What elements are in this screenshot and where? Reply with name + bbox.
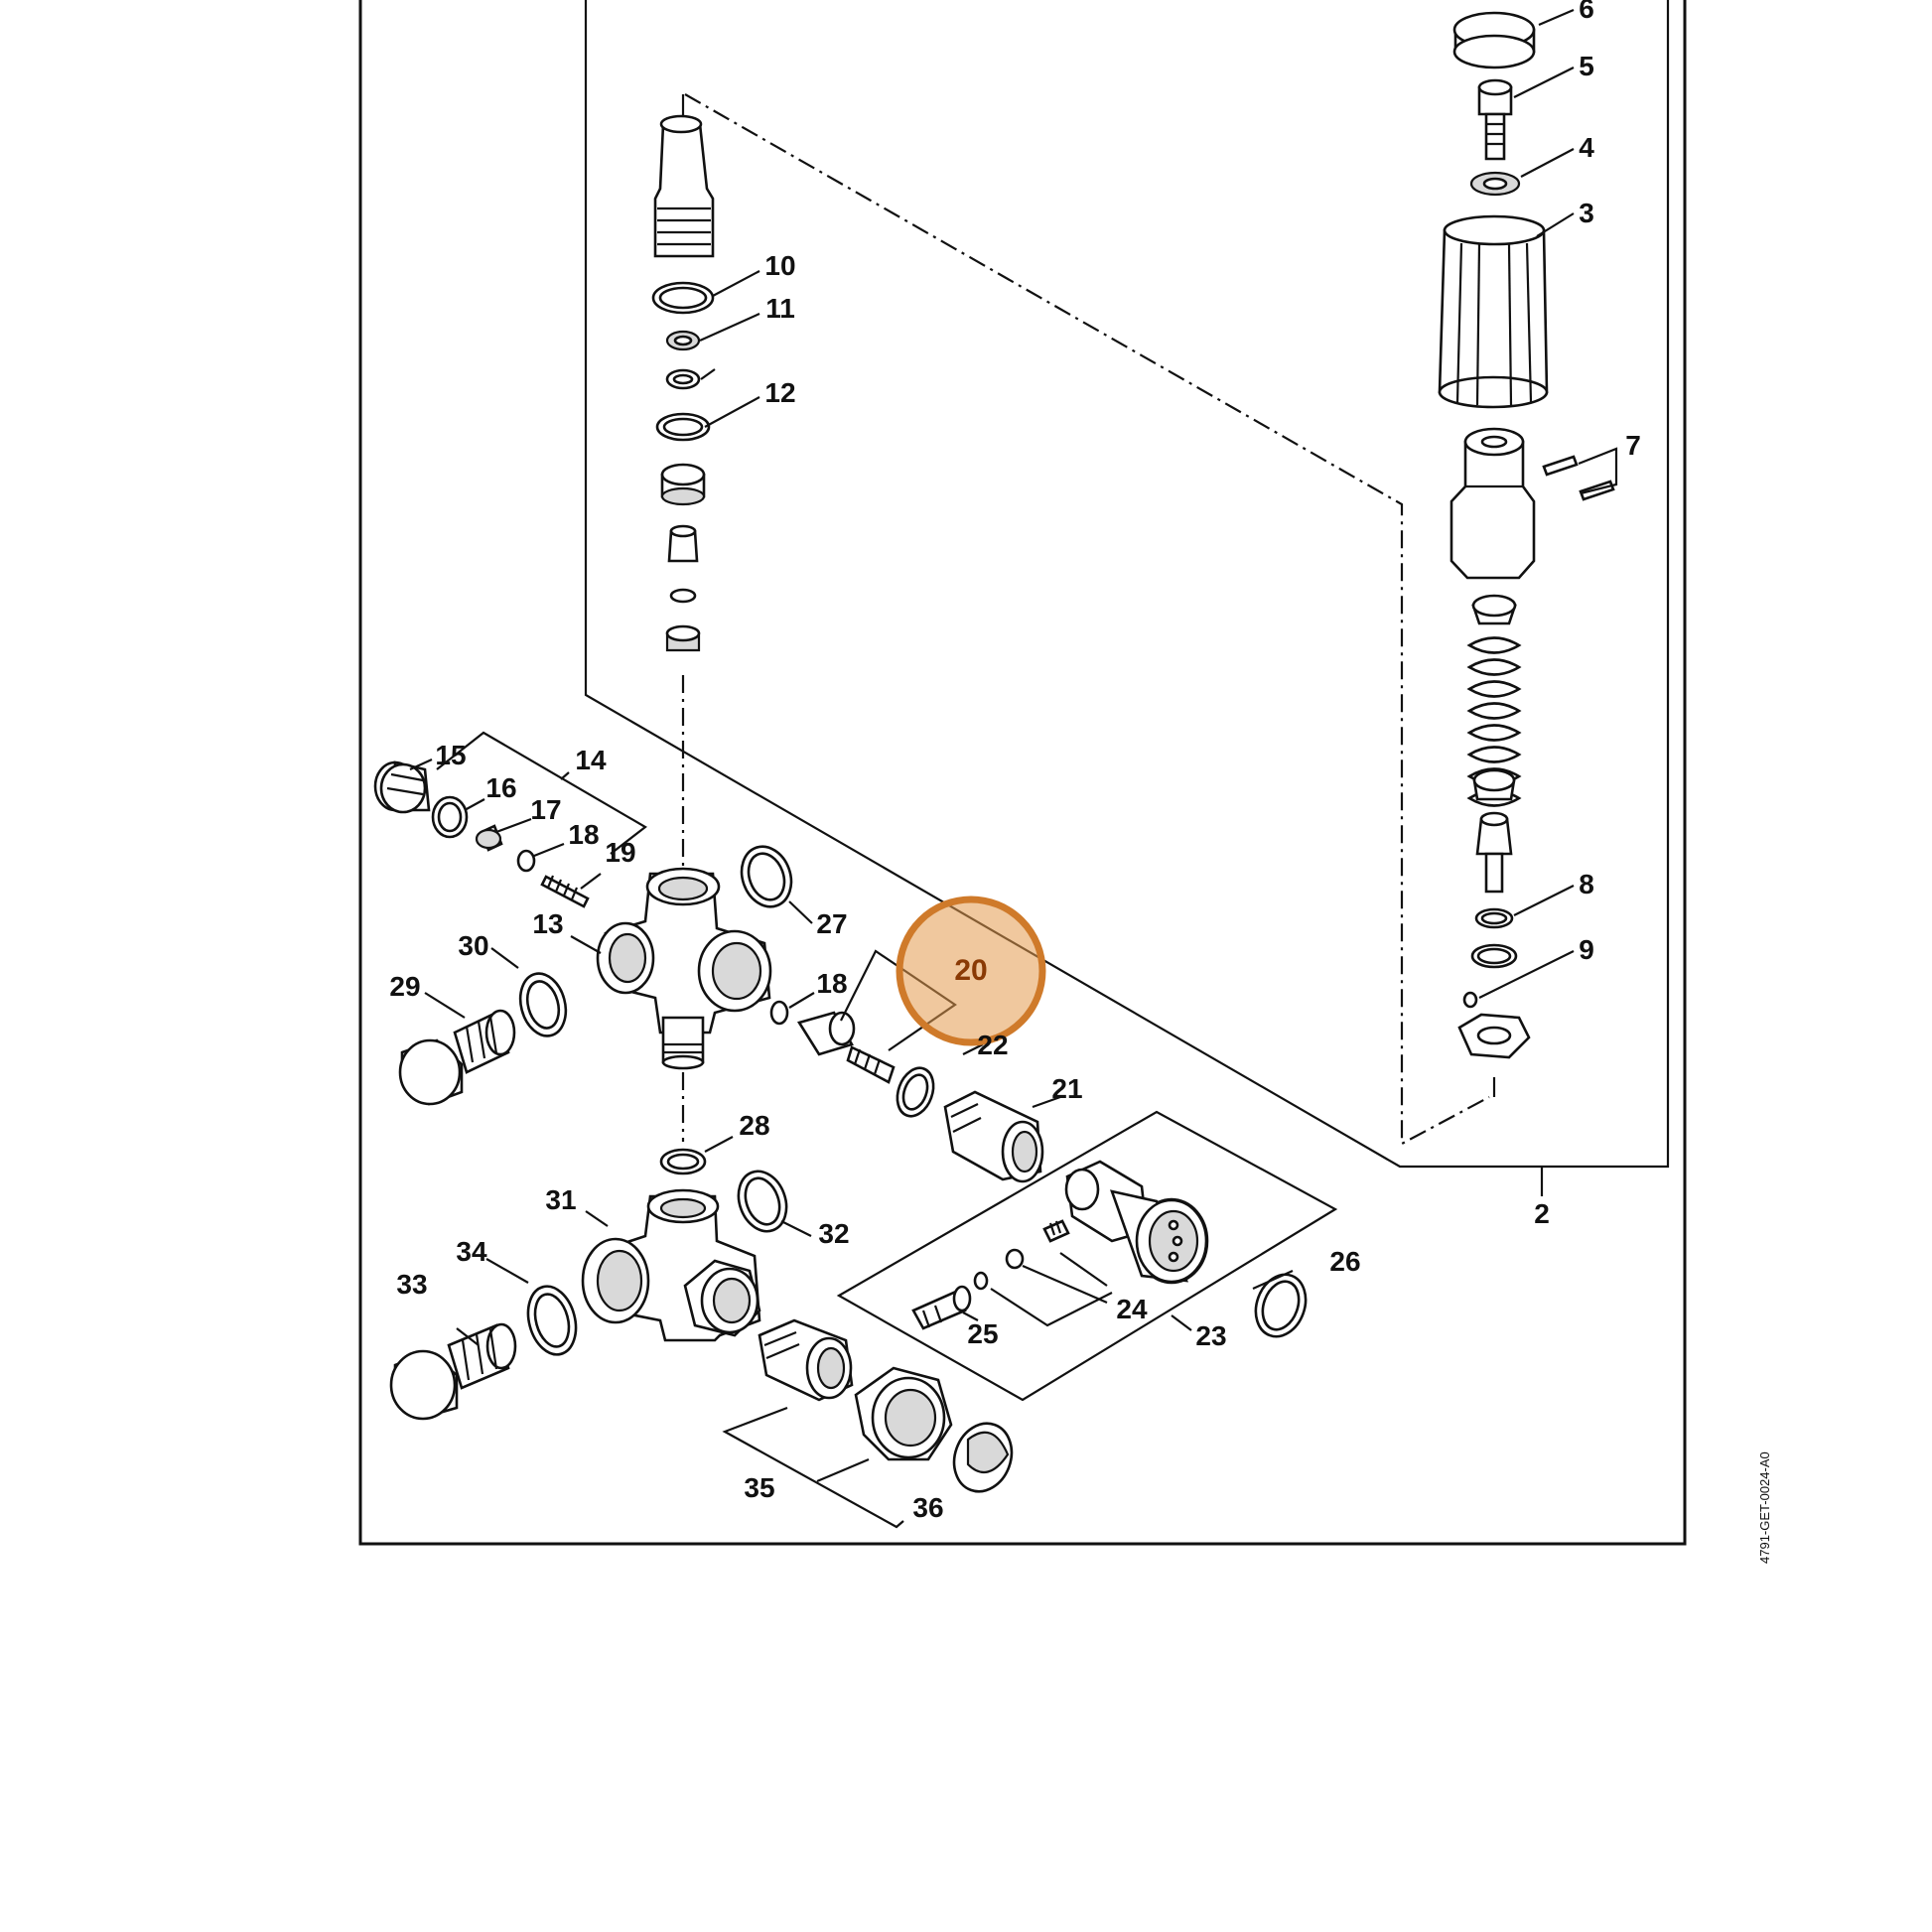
check-valve-parts: [651, 94, 715, 874]
banjo-bolt-29: [398, 972, 568, 1106]
label-32[interactable]: 32: [818, 1218, 849, 1249]
label-34[interactable]: 34: [456, 1236, 487, 1267]
highlight-marker[interactable]: 20: [896, 896, 1046, 1046]
fitting-35: [722, 1318, 1014, 1529]
label-11[interactable]: 11: [765, 293, 795, 324]
label-5[interactable]: 5: [1579, 51, 1594, 81]
label-23[interactable]: 23: [1195, 1320, 1226, 1351]
label-18b[interactable]: 18: [816, 968, 847, 999]
label-17[interactable]: 17: [530, 794, 561, 825]
label-4[interactable]: 4: [1579, 132, 1594, 163]
label-18a[interactable]: 18: [568, 819, 599, 850]
label-19[interactable]: 19: [605, 837, 635, 868]
label-8[interactable]: 8: [1579, 869, 1594, 899]
label-29[interactable]: 29: [389, 971, 420, 1002]
label-7[interactable]: 7: [1625, 430, 1641, 461]
o-ring-26: [1254, 1273, 1308, 1338]
banjo-bolt-33: [389, 1285, 578, 1421]
label-6[interactable]: 6: [1579, 0, 1594, 24]
parts-15-19: [373, 760, 590, 908]
label-30[interactable]: 30: [458, 930, 488, 961]
plug-21: [943, 1090, 1044, 1183]
o-ring-28: [659, 1148, 707, 1175]
label-27[interactable]: 27: [816, 908, 847, 939]
label-24[interactable]: 24: [1116, 1294, 1148, 1324]
label-33[interactable]: 33: [396, 1269, 427, 1300]
valve-block-31: [581, 1170, 788, 1342]
outer-frame: [358, 0, 1687, 1546]
leader-lines: [409, 8, 1618, 1346]
label-31[interactable]: 31: [545, 1184, 576, 1215]
label-14[interactable]: 14: [575, 745, 607, 775]
o-ring-27: [740, 845, 793, 908]
label-36[interactable]: 36: [912, 1492, 943, 1523]
drawing-id: 4791-GET-0024-A0: [1757, 1451, 1772, 1564]
highlight-label: 20: [954, 954, 987, 987]
regulator-parts: [1438, 11, 1615, 1097]
assembly-23: [836, 1110, 1338, 1402]
label-2[interactable]: 2: [1534, 1198, 1550, 1229]
assembly-2-outline: [584, 0, 1670, 1196]
valve-block-13: [596, 867, 772, 1142]
label-22[interactable]: 22: [977, 1030, 1008, 1060]
label-28[interactable]: 28: [739, 1110, 769, 1141]
label-16[interactable]: 16: [485, 772, 516, 803]
label-9[interactable]: 9: [1579, 934, 1594, 965]
label-26[interactable]: 26: [1329, 1246, 1360, 1277]
part-labels: 2 3 4 5 6 7 8 9 10 11 12 13 14 15 16 17 …: [389, 0, 1640, 1523]
label-35[interactable]: 35: [744, 1472, 774, 1503]
label-15[interactable]: 15: [435, 740, 466, 770]
label-10[interactable]: 10: [764, 250, 795, 281]
label-25[interactable]: 25: [967, 1318, 998, 1349]
label-12[interactable]: 12: [764, 377, 795, 408]
label-13[interactable]: 13: [532, 908, 563, 939]
bracket-14: [436, 731, 647, 855]
label-21[interactable]: 21: [1051, 1073, 1082, 1104]
label-3[interactable]: 3: [1579, 198, 1594, 228]
